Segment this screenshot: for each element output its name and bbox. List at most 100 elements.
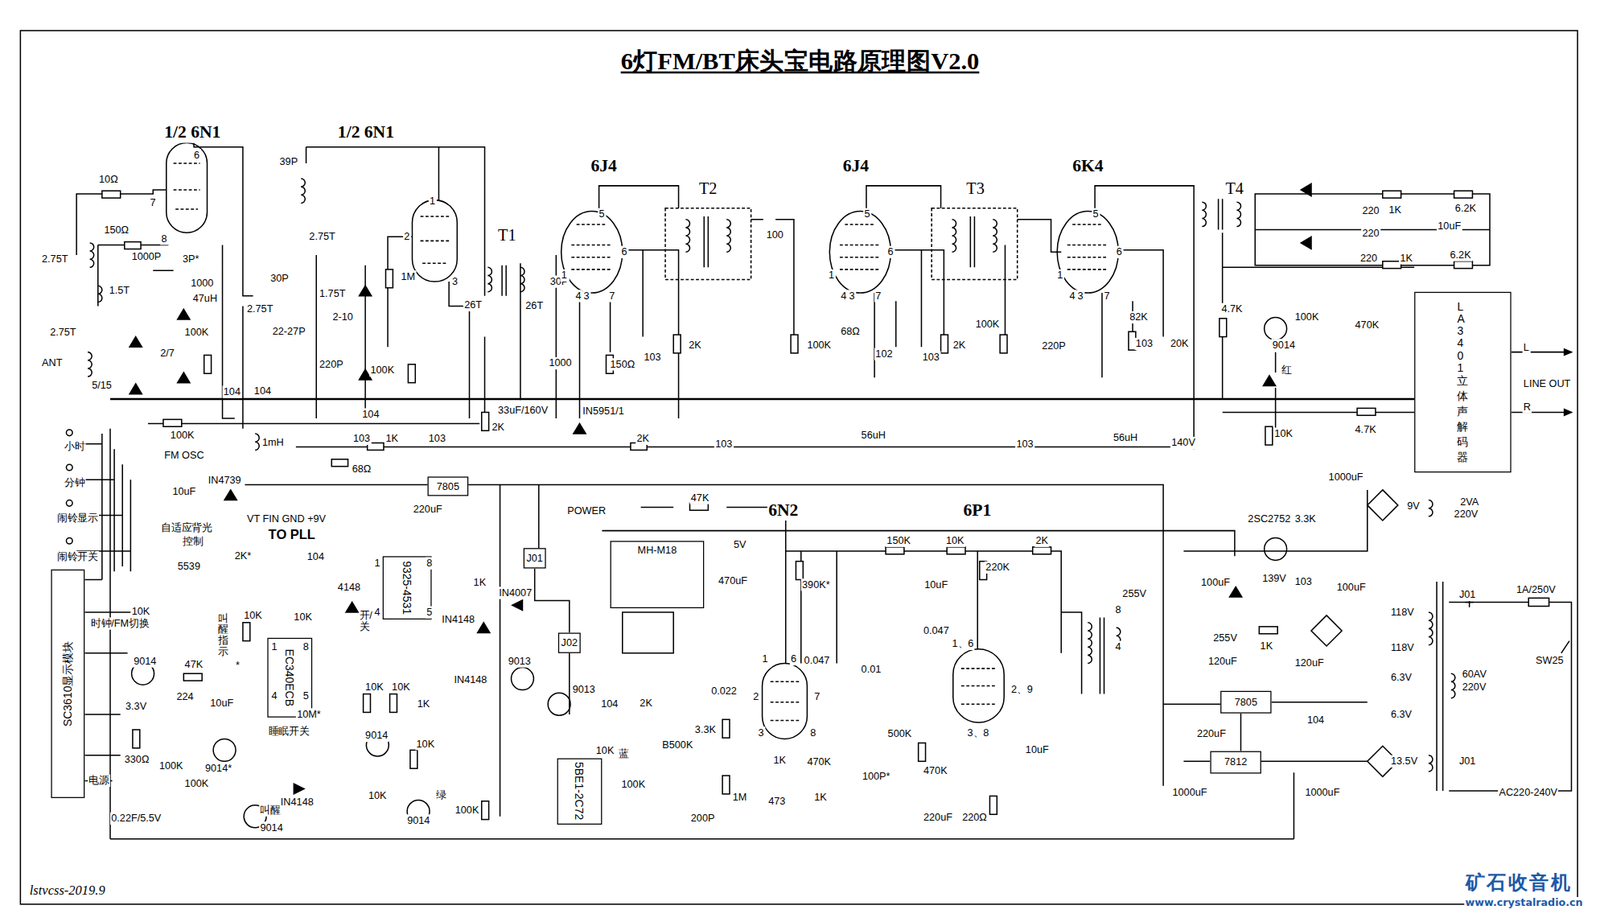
component-value: 22-27P — [271, 325, 306, 338]
component-value: 9014 — [406, 814, 432, 827]
schematic-circle — [65, 500, 73, 507]
component-value: 闹铃开关 — [56, 551, 99, 564]
component-value: 红 — [1280, 364, 1293, 377]
component-value: 7 — [1102, 289, 1111, 302]
component-value: IN4739 — [207, 474, 243, 487]
module-label: 5BE1-2C72 — [573, 761, 586, 820]
schematic-rect — [1454, 261, 1473, 269]
component-value: 4 — [270, 690, 279, 703]
component-value: 140V — [1170, 436, 1197, 449]
schematic-rect — [673, 334, 681, 354]
schematic-circle — [547, 692, 571, 716]
schematic-rect — [407, 364, 416, 383]
transformer-name: T4 — [1224, 179, 1245, 198]
component-value: L — [1522, 341, 1531, 354]
module-label: J01 — [526, 552, 543, 565]
component-value: 5 — [1091, 208, 1100, 221]
component-value: 1 — [270, 641, 279, 654]
tube-envelope — [166, 143, 208, 234]
component-value: 26T — [463, 299, 483, 312]
module-label: 7812 — [1224, 756, 1247, 769]
component-value: 4 — [574, 289, 583, 302]
component-value: 自适应背光 — [160, 521, 214, 534]
component-value: 150K — [885, 534, 912, 548]
wire-connector — [534, 568, 570, 634]
component-value: 103 — [1293, 575, 1313, 588]
component-value: 470K — [806, 756, 832, 769]
schematic-path — [839, 224, 881, 270]
component-value: 2VA — [1459, 495, 1481, 508]
schematic-circle — [511, 667, 535, 691]
component-value: 103 — [921, 350, 941, 363]
module-box: MH-M18 — [610, 540, 705, 609]
component-value: 220 — [1361, 227, 1381, 240]
component-value: SW25 — [1534, 653, 1565, 667]
schematic-rect — [390, 694, 398, 713]
component-value: 220 — [1361, 205, 1381, 218]
component-value: 255V — [1121, 588, 1148, 601]
component-value: 100uF — [1200, 576, 1232, 589]
component-value: 2-10 — [331, 311, 354, 324]
fuse — [1528, 597, 1549, 606]
component-value: 10K — [415, 737, 436, 750]
component-value: 1M — [399, 270, 416, 283]
component-value: 9V — [1406, 500, 1421, 513]
tube-name: 6P1 — [962, 500, 992, 521]
vertical-note: 叫醒指示 — [217, 612, 229, 658]
component-value: 120uF — [1207, 654, 1239, 667]
module-label: MH-M18 — [637, 543, 678, 556]
component-value: 6 — [620, 246, 629, 259]
component-value: 5 — [301, 690, 310, 703]
component-value: R — [1522, 401, 1533, 414]
component-value: 2/7 — [159, 346, 176, 359]
schematic-rect — [885, 547, 905, 555]
component-value: J01 — [1458, 755, 1477, 768]
component-value: 3 — [756, 726, 766, 739]
component-value: 103 — [352, 432, 372, 445]
component-value: 47K — [690, 491, 711, 504]
component-value: 39P — [278, 156, 299, 169]
component-value: 2、9 — [1010, 683, 1034, 696]
schematic-rect — [1454, 190, 1473, 198]
schematic-rect — [1357, 407, 1376, 416]
component-value: 470uF — [717, 574, 749, 587]
component-value: 4 — [839, 289, 848, 302]
component-value: 1 — [827, 269, 836, 282]
transformer-name: T2 — [698, 179, 719, 198]
component-value: 139V — [1261, 572, 1288, 585]
module-box: J02 — [558, 632, 581, 653]
frame — [20, 30, 1578, 905]
component-value: 100P* — [861, 770, 892, 783]
transformer-name: T1 — [497, 226, 518, 246]
schematic-rect — [163, 419, 182, 427]
component-value: 60AV — [1460, 668, 1488, 681]
component-value: 1 — [373, 557, 382, 570]
component-value: 0.022 — [710, 684, 738, 697]
component-value: 10K — [1273, 427, 1294, 440]
schematic-rect — [1265, 426, 1273, 445]
component-value: 220uF — [1196, 727, 1228, 740]
schematic-rect — [1032, 547, 1052, 555]
component-value: 100uF — [1335, 581, 1367, 594]
coil — [1201, 198, 1241, 230]
component-value: 56uH — [859, 429, 887, 442]
wire-connector — [1240, 713, 1243, 752]
component-value: 3P* — [181, 253, 201, 266]
component-value: 2K — [635, 432, 650, 445]
component-value: IN4148 — [452, 673, 488, 686]
component-value: 3 — [582, 289, 591, 302]
component-value: 6 — [789, 653, 798, 666]
component-value: 1000uF — [1303, 786, 1341, 799]
schematic-rect — [795, 561, 803, 580]
tube-name: 6J4 — [589, 156, 618, 177]
schematic-rect — [722, 775, 730, 794]
component-value: 分钟 — [63, 476, 87, 489]
schematic-circle — [65, 537, 73, 544]
author-note: lstvcss-2019.9 — [28, 882, 107, 899]
schematic-rect — [363, 694, 371, 713]
component-value: B500K — [661, 738, 695, 751]
component-value: 1 — [1056, 269, 1065, 282]
component-value: 9014 — [364, 729, 390, 742]
component-value: 睡眠开关 — [267, 725, 310, 738]
